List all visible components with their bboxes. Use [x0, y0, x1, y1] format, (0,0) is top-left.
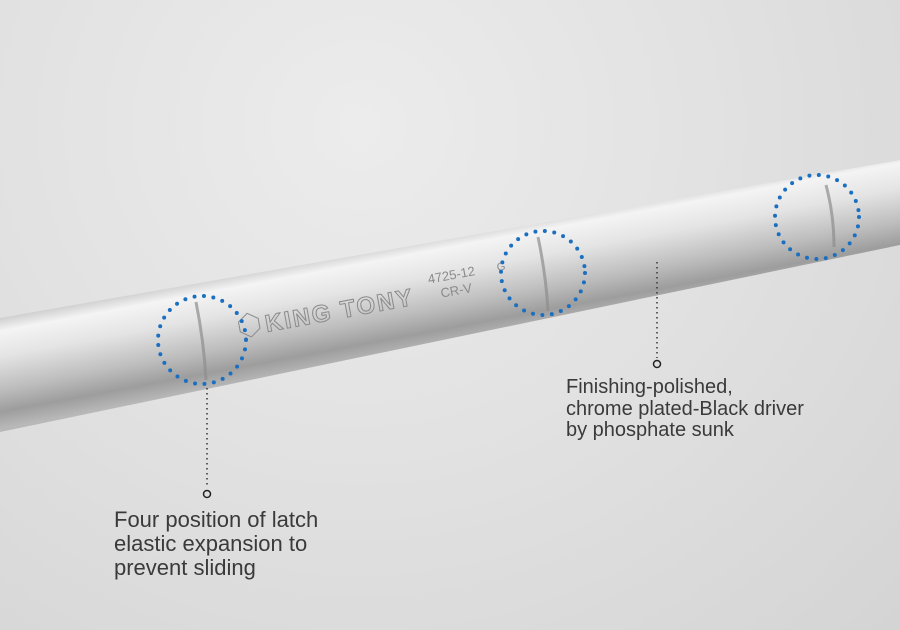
- highlight-circle-latch-2: [499, 229, 587, 317]
- highlight-circle-latch-3: [773, 173, 861, 261]
- caption-line: by phosphate sunk: [566, 419, 734, 442]
- caption-line: chrome plated-Black driver: [566, 397, 804, 420]
- material-engraving: CR-V: [439, 280, 473, 301]
- caption-line: prevent sliding: [114, 554, 256, 580]
- brand-logo-icon: [237, 312, 261, 338]
- hex-key-shaft: [0, 160, 900, 432]
- caption-line: Four position of latch: [114, 507, 319, 532]
- highlight-circle-latch-1: [156, 294, 248, 386]
- leader-endpoint-right: [652, 359, 662, 369]
- mark-engraving: G: [496, 261, 507, 274]
- caption-finish: Finishing-polished, chrome plated-Black …: [566, 376, 804, 442]
- caption-line: Finishing-polished,: [566, 376, 733, 398]
- caption-latch-expansion: Four position of latch elastic expansion…: [114, 508, 318, 579]
- caption-line: elastic expansion to: [114, 530, 308, 556]
- latch-grooves: [194, 184, 836, 381]
- leader-endpoint-left: [202, 489, 212, 499]
